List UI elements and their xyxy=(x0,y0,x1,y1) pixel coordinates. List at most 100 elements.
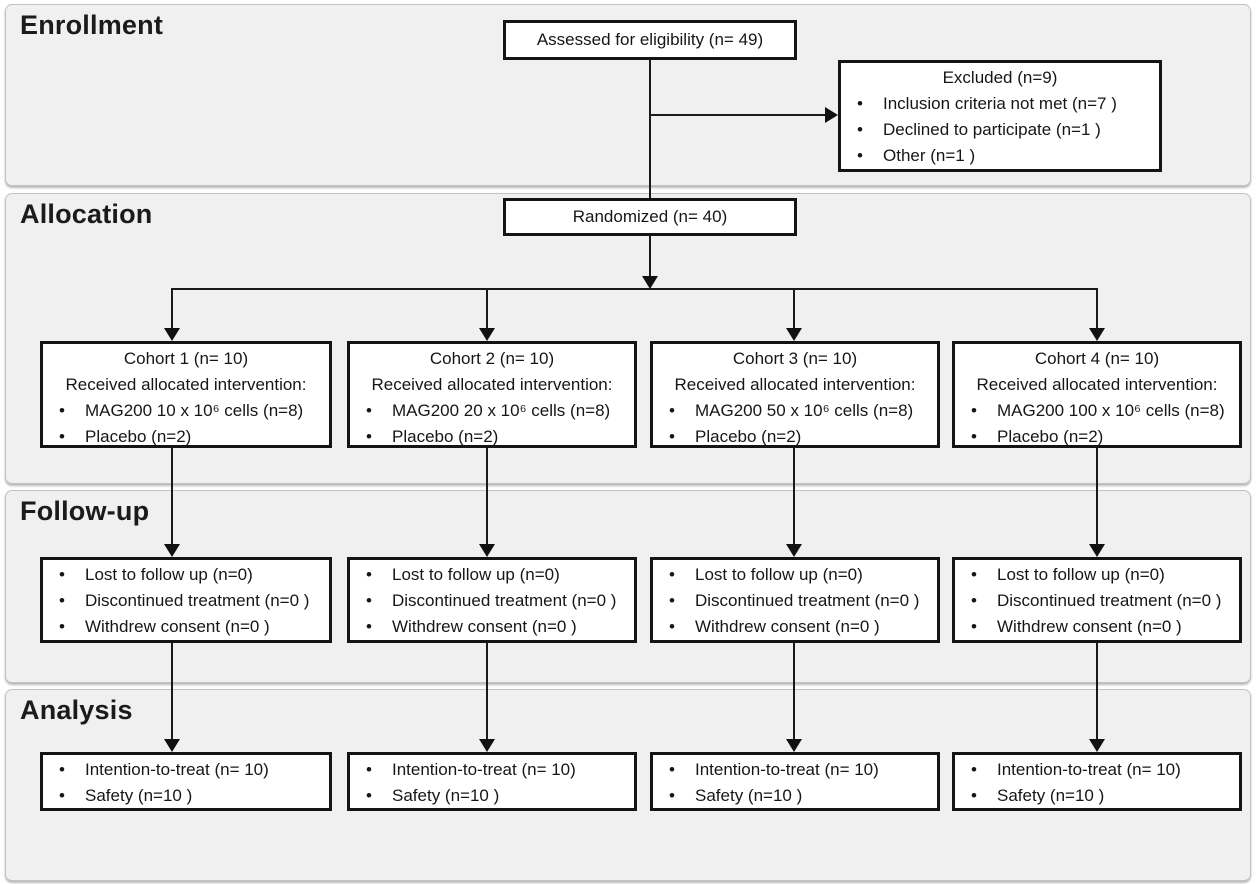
bullet-icon: • xyxy=(669,427,675,446)
analysis-2-box: • Intention-to-treat (n= 10) • Safety (n… xyxy=(347,752,637,811)
excluded-title: Excluded (n=9) xyxy=(942,68,1058,87)
followup-item: • Withdrew consent (n=0 ) xyxy=(669,614,931,640)
followup-item: • Discontinued treatment (n=0 ) xyxy=(669,588,931,614)
followup-item: • Lost to follow up (n=0) xyxy=(669,562,931,588)
bullet-icon: • xyxy=(857,120,863,139)
followup-3-box: • Lost to follow up (n=0) • Discontinued… xyxy=(650,557,940,643)
arrowhead-followup-4-icon xyxy=(1089,544,1105,557)
randomized-text: Randomized (n= 40) xyxy=(572,207,728,226)
cohort-title: Cohort 4 (n= 10) xyxy=(1034,349,1160,368)
connector-split-to-cohort-3 xyxy=(793,288,795,329)
analysis-item: • Intention-to-treat (n= 10) xyxy=(971,757,1233,783)
analysis-item: • Safety (n=10 ) xyxy=(669,783,931,809)
analysis-4-box: • Intention-to-treat (n= 10) • Safety (n… xyxy=(952,752,1242,811)
arrowhead-followup-1-icon xyxy=(164,544,180,557)
analysis-item: • Intention-to-treat (n= 10) xyxy=(366,757,628,783)
connector-cohort-3-to-followup xyxy=(793,448,795,545)
bullet-icon: • xyxy=(366,427,372,446)
assessed-text: Assessed for eligibility (n= 49) xyxy=(536,30,764,49)
connector-cohort-2-to-followup xyxy=(486,448,488,545)
followup-item: • Withdrew consent (n=0 ) xyxy=(971,614,1233,640)
followup-item: • Discontinued treatment (n=0 ) xyxy=(971,588,1233,614)
analysis-item: • Intention-to-treat (n= 10) xyxy=(59,757,323,783)
cohort-subtitle: Received allocated intervention: xyxy=(674,375,916,394)
bullet-icon: • xyxy=(971,401,977,420)
cohort-item: • Placebo (n=2) xyxy=(366,424,628,450)
bullet-icon: • xyxy=(59,591,65,610)
bullet-icon: • xyxy=(857,94,863,113)
band-label-enrollment: Enrollment xyxy=(20,10,164,40)
bullet-icon: • xyxy=(971,591,977,610)
cohort-title: Cohort 1 (n= 10) xyxy=(123,349,249,368)
followup-item: • Discontinued treatment (n=0 ) xyxy=(366,588,628,614)
connector-randomized-to-split xyxy=(649,235,651,277)
arrowhead-followup-3-icon xyxy=(786,544,802,557)
analysis-3-box: • Intention-to-treat (n= 10) • Safety (n… xyxy=(650,752,940,811)
followup-4-box: • Lost to follow up (n=0) • Discontinued… xyxy=(952,557,1242,643)
bullet-icon: • xyxy=(59,401,65,420)
bullet-icon: • xyxy=(971,786,977,805)
randomized-box: Randomized (n= 40) xyxy=(503,198,797,236)
bullet-icon: • xyxy=(366,617,372,636)
cohort-2-box: Cohort 2 (n= 10) Received allocated inte… xyxy=(347,341,637,448)
cohort-1-box: Cohort 1 (n= 10) Received allocated inte… xyxy=(40,341,332,448)
bullet-icon: • xyxy=(59,427,65,446)
arrowhead-analysis-1-icon xyxy=(164,739,180,752)
analysis-item: • Safety (n=10 ) xyxy=(366,783,628,809)
connector-assessed-to-randomized xyxy=(649,60,651,198)
bullet-icon: • xyxy=(59,617,65,636)
connector-followup-2-to-analysis xyxy=(486,643,488,740)
followup-item: • Lost to follow up (n=0) xyxy=(59,562,323,588)
cohort-subtitle: Received allocated intervention: xyxy=(371,375,613,394)
bullet-icon: • xyxy=(59,760,65,779)
excluded-item: • Inclusion criteria not met (n=7 ) xyxy=(857,91,1153,117)
bullet-icon: • xyxy=(669,786,675,805)
cohort-4-box: Cohort 4 (n= 10) Received allocated inte… xyxy=(952,341,1242,448)
cohort-subtitle: Received allocated intervention: xyxy=(65,375,307,394)
cohort-title: Cohort 2 (n= 10) xyxy=(429,349,555,368)
bullet-icon: • xyxy=(59,786,65,805)
followup-2-box: • Lost to follow up (n=0) • Discontinued… xyxy=(347,557,637,643)
cohort-item: • MAG200 50 x 10⁶ cells (n=8) xyxy=(669,398,931,424)
connector-split-to-cohort-4 xyxy=(1096,288,1098,329)
excluded-item: • Declined to participate (n=1 ) xyxy=(857,117,1153,143)
cohort-subtitle: Received allocated intervention: xyxy=(976,375,1218,394)
cohort-title: Cohort 3 (n= 10) xyxy=(732,349,858,368)
bullet-icon: • xyxy=(669,591,675,610)
assessed-box: Assessed for eligibility (n= 49) xyxy=(503,20,797,60)
cohort-item: • Placebo (n=2) xyxy=(971,424,1233,450)
connector-followup-3-to-analysis xyxy=(793,643,795,740)
bullet-icon: • xyxy=(669,760,675,779)
analysis-item: • Safety (n=10 ) xyxy=(59,783,323,809)
connector-split-to-cohort-2 xyxy=(486,288,488,329)
cohort-item: • Placebo (n=2) xyxy=(669,424,931,450)
bullet-icon: • xyxy=(366,591,372,610)
arrowhead-analysis-3-icon xyxy=(786,739,802,752)
excluded-item: • Other (n=1 ) xyxy=(857,143,1153,169)
cohort-item: • MAG200 100 x 10⁶ cells (n=8) xyxy=(971,398,1233,424)
connector-followup-4-to-analysis xyxy=(1096,643,1098,740)
arrowhead-analysis-2-icon xyxy=(479,739,495,752)
band-label-followup: Follow-up xyxy=(20,496,150,526)
connector-to-excluded xyxy=(650,114,826,116)
bullet-icon: • xyxy=(59,565,65,584)
followup-1-box: • Lost to follow up (n=0) • Discontinued… xyxy=(40,557,332,643)
connector-split-to-cohort-1 xyxy=(171,288,173,329)
followup-item: • Withdrew consent (n=0 ) xyxy=(59,614,323,640)
analysis-1-box: • Intention-to-treat (n= 10) • Safety (n… xyxy=(40,752,332,811)
followup-item: • Lost to follow up (n=0) xyxy=(971,562,1233,588)
followup-item: • Discontinued treatment (n=0 ) xyxy=(59,588,323,614)
bullet-icon: • xyxy=(366,401,372,420)
connector-cohort-4-to-followup xyxy=(1096,448,1098,545)
cohort-item: • MAG200 20 x 10⁶ cells (n=8) xyxy=(366,398,628,424)
bullet-icon: • xyxy=(366,786,372,805)
followup-item: • Lost to follow up (n=0) xyxy=(366,562,628,588)
bullet-icon: • xyxy=(971,565,977,584)
followup-item: • Withdrew consent (n=0 ) xyxy=(366,614,628,640)
band-label-allocation: Allocation xyxy=(20,199,153,229)
bullet-icon: • xyxy=(971,427,977,446)
connector-split-horizontal xyxy=(172,288,1098,290)
connector-cohort-1-to-followup xyxy=(171,448,173,545)
bullet-icon: • xyxy=(669,401,675,420)
